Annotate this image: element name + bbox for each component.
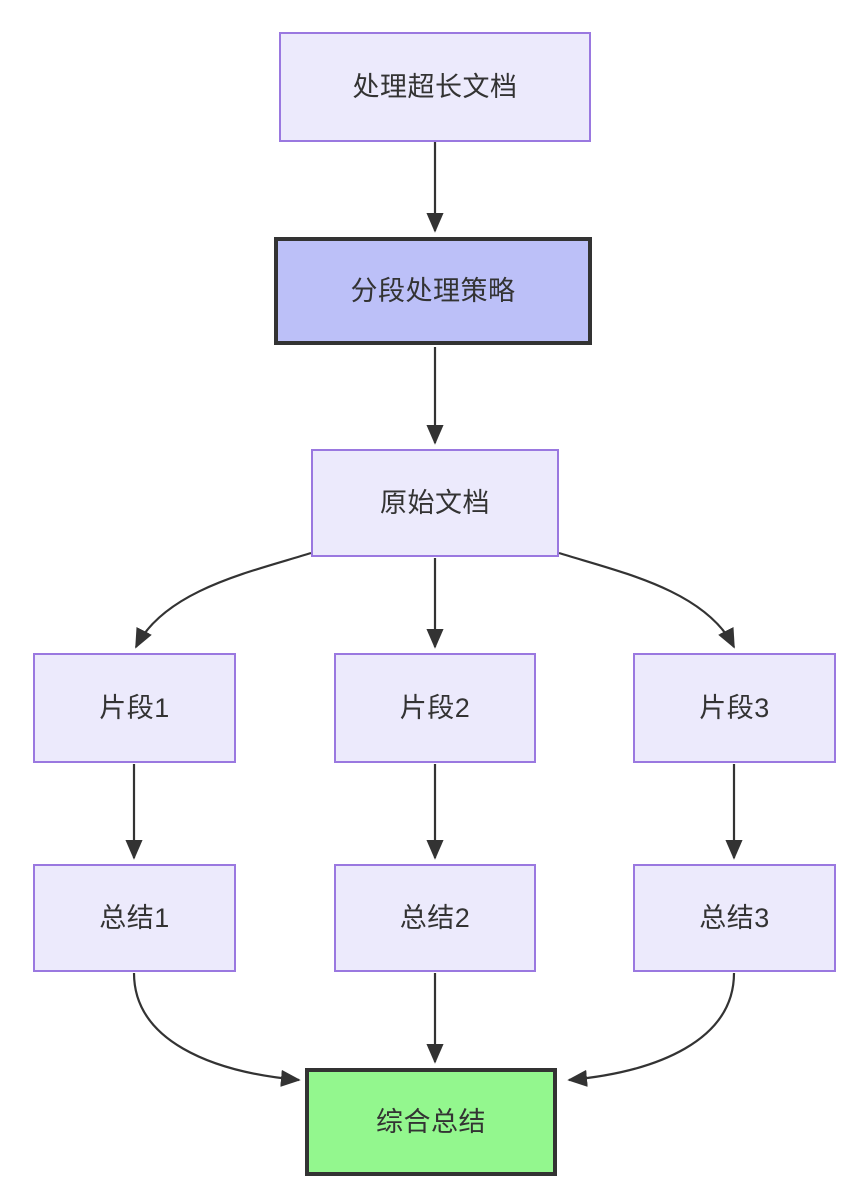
node-label: 原始文档: [380, 487, 490, 518]
node-label: 处理超长文档: [352, 71, 518, 102]
node-label: 片段3: [699, 692, 770, 723]
edge-n3-n4: [135, 551, 312, 649]
node-original-document[interactable]: 原始文档: [311, 449, 559, 557]
node-process-long-document[interactable]: 处理超长文档: [279, 32, 591, 142]
node-chunking-strategy[interactable]: 分段处理策略: [274, 237, 592, 345]
node-label: 分段处理策略: [350, 275, 516, 306]
node-fragment-2[interactable]: 片段2: [334, 653, 536, 763]
node-comprehensive-summary[interactable]: 综合总结: [305, 1068, 557, 1176]
node-label: 综合总结: [376, 1106, 486, 1137]
edge-n9-n10: [567, 972, 736, 1087]
node-label: 总结1: [99, 902, 170, 933]
node-label: 片段1: [99, 692, 170, 723]
node-label: 总结2: [399, 902, 471, 933]
node-fragment-1[interactable]: 片段1: [33, 653, 236, 763]
node-summary-2[interactable]: 总结2: [334, 864, 536, 972]
node-label: 总结3: [699, 902, 770, 933]
node-summary-3[interactable]: 总结3: [633, 864, 836, 972]
edge-n3-n6: [558, 551, 735, 649]
node-fragment-3[interactable]: 片段3: [633, 653, 836, 763]
node-label: 片段2: [399, 692, 471, 723]
edge-n7-n10: [132, 972, 301, 1087]
node-summary-1[interactable]: 总结1: [33, 864, 236, 972]
